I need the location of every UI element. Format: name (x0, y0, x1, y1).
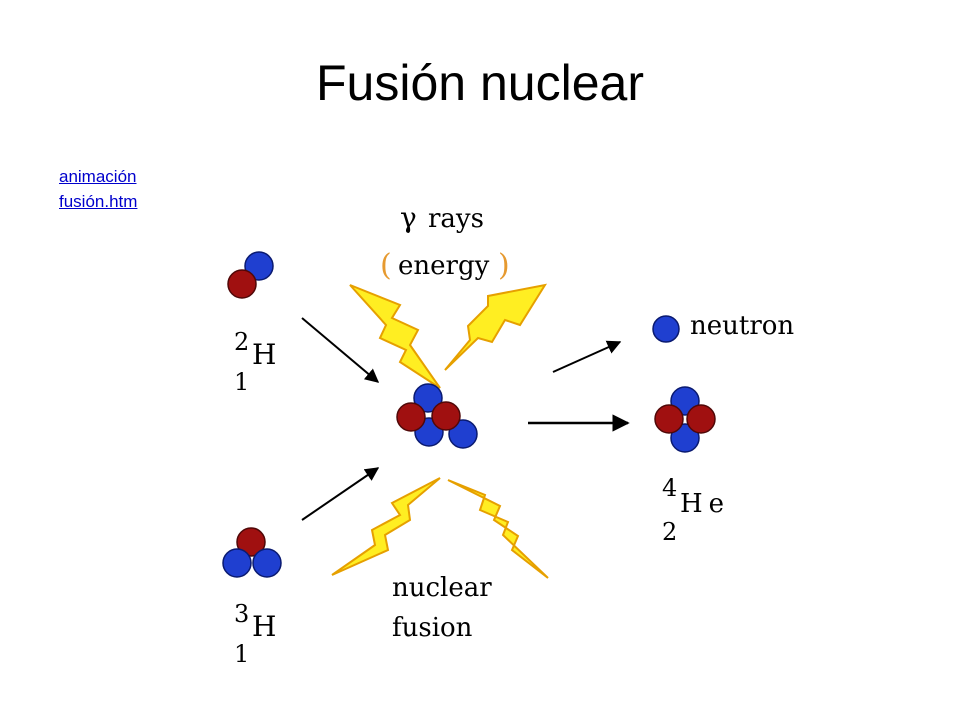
tritium-nucleus (222, 527, 282, 578)
helium-atomic-number: 2 (662, 518, 677, 546)
lightning-bolt-icon (349, 284, 441, 389)
deuterium-symbol: 2 H 1 (234, 328, 276, 396)
paren-close: ) (498, 248, 510, 283)
tritium-mass-number: 3 (234, 600, 249, 628)
lightning-bolt-icon (331, 477, 441, 576)
neutron-particle (413, 383, 443, 413)
neutron-particle (222, 548, 252, 578)
paren-open: ( (380, 248, 392, 283)
fusion-label-line-1: nuclear (392, 573, 492, 603)
lightning-bolts (331, 283, 549, 579)
fusing-nucleus (396, 383, 478, 449)
tritium-element-symbol: H (252, 610, 276, 643)
proton-particle (227, 269, 257, 299)
helium-element-symbol: He (680, 489, 730, 519)
nuclear-fusion-label: nuclear fusion (392, 573, 492, 643)
deuterium-atomic-number: 1 (234, 368, 249, 396)
proton-particle (654, 404, 684, 434)
neutron-particle (448, 419, 478, 449)
proton-particle (236, 527, 266, 557)
animation-link-block: animación fusión.htm (59, 164, 137, 214)
helium-symbol: 4 He 2 (662, 474, 730, 546)
animation-link-line-2[interactable]: fusión.htm (59, 192, 138, 211)
energy-label: ( energy ) (380, 248, 510, 283)
tritium-symbol: 3 H 1 (234, 600, 276, 668)
proton-particle (431, 401, 461, 431)
incoming-arrow-tritium (301, 467, 380, 521)
free-neutron (652, 315, 680, 343)
helium-nucleus (654, 386, 716, 453)
neutron-particle (244, 251, 274, 281)
deuterium-mass-number: 2 (234, 328, 249, 356)
animation-link-line-1[interactable]: animación (59, 167, 137, 186)
gamma-rays-label: γ rays (400, 201, 484, 234)
lightning-bolt-icon (447, 479, 549, 579)
slide-title: Fusión nuclear (316, 55, 644, 111)
deuterium-nucleus (227, 251, 274, 299)
tritium-atomic-number: 1 (234, 640, 249, 668)
energy-text: energy (398, 251, 490, 281)
neutron-particle (252, 548, 282, 578)
proton-particle (686, 404, 716, 434)
gamma-symbol: γ (400, 201, 417, 234)
fusion-label-line-2: fusion (392, 613, 473, 643)
neutron-particle (670, 423, 700, 453)
neutron-label: neutron (690, 311, 794, 341)
helium-mass-number: 4 (662, 474, 677, 502)
incoming-arrow-deuterium (301, 317, 380, 383)
rays-text: rays (428, 204, 484, 234)
proton-particle (396, 402, 426, 432)
lightning-bolt-icon (444, 283, 548, 371)
outgoing-arrow-neutron (552, 340, 622, 373)
deuterium-element-symbol: H (252, 338, 276, 371)
